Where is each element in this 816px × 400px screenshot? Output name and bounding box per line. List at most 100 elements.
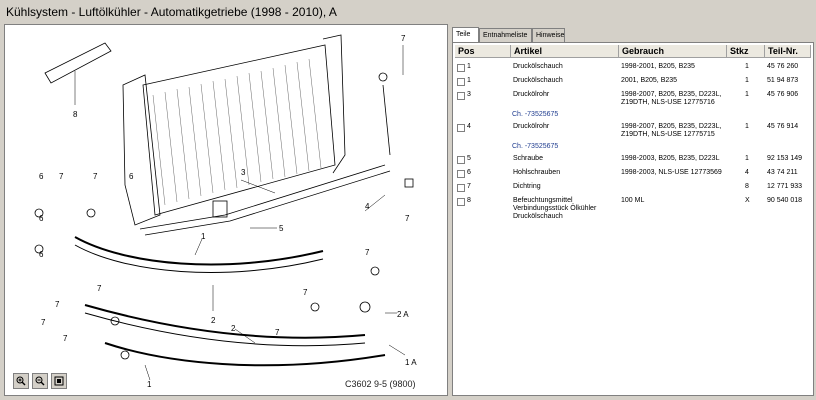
callout-8: 8	[73, 110, 78, 119]
hose-2	[84, 304, 366, 339]
parts-pane: Teile Entnahmeliste Hinweise Pos Artikel…	[452, 24, 814, 396]
row-checkbox[interactable]	[457, 184, 465, 192]
cell-stkz: 1	[745, 77, 749, 84]
cell-artikel: Druckölschauch	[513, 63, 563, 70]
table-row[interactable]: 1 Druckölschauch 2001, B205, B235 1 51 9…	[455, 77, 811, 89]
fitting-7d	[359, 301, 371, 313]
cell-stkz: 1	[745, 155, 749, 162]
cell-gebrauch-line2: Z19DTH, NLS-USE 12775716	[621, 99, 715, 106]
zoom-in-icon	[16, 376, 26, 386]
callout-7-c: 7	[97, 284, 102, 293]
cell-teilnr: 92 153 149	[767, 155, 803, 162]
table-row[interactable]: 5 Schraube 1998-2003, B205, B235, D223L …	[455, 155, 811, 167]
hose-2-inner	[84, 312, 366, 347]
row-checkbox[interactable]	[457, 78, 465, 86]
cell-pos: 3	[467, 91, 471, 98]
cell-pos: 4	[467, 123, 471, 130]
pipe-4	[144, 170, 391, 236]
tab-hinweise[interactable]: Hinweise	[532, 28, 565, 42]
callout-6-b: 6	[39, 214, 44, 223]
cell-gebrauch: 100 ML	[621, 197, 645, 204]
callout-7-right: 7	[405, 214, 410, 223]
fitting-7b	[378, 72, 388, 82]
cell-stkz: 4	[745, 169, 749, 176]
callout-5: 5	[279, 224, 284, 233]
cell-pos: 8	[467, 197, 471, 204]
cell-gebrauch-line2: Z19DTH, NLS-USE 12775715	[621, 131, 715, 138]
cell-teilnr: 45 76 906	[767, 91, 799, 98]
cell-gebrauch: 1998-2003, NLS-USE 12773569	[621, 169, 722, 176]
callout-6-c: 6	[129, 172, 134, 181]
row-checkbox[interactable]	[457, 92, 465, 100]
table-row[interactable]: 3 Druckölrohr 1998-2007, B205, B235, D22…	[455, 91, 811, 121]
zoom-in-button[interactable]	[13, 373, 29, 389]
table-row[interactable]: 1 Druckölschauch 1998-2001, B205, B235 1…	[455, 63, 811, 75]
col-header-pos[interactable]: Pos	[455, 45, 511, 58]
row-checkbox[interactable]	[457, 124, 465, 132]
diagram-caption: C3602 9-5 (9800)	[345, 379, 416, 389]
col-header-teilnr[interactable]: Teil-Nr.	[765, 45, 811, 58]
fit-icon	[54, 376, 64, 386]
cell-gebrauch: 1998-2007, B205, B235, D223L,	[621, 123, 722, 130]
cell-pos: 6	[467, 169, 471, 176]
hose-1-upper-inner	[74, 244, 324, 273]
cell-stkz: X	[745, 197, 750, 204]
callout-7-b: 7	[93, 172, 98, 181]
zoom-out-button[interactable]	[32, 373, 48, 389]
cell-teilnr: 90 540 018	[767, 197, 803, 204]
col-header-gebrauch[interactable]: Gebrauch	[619, 45, 727, 58]
row-checkbox[interactable]	[457, 170, 465, 178]
callout-7-f: 7	[365, 248, 370, 257]
cell-artikel: Druckölrohr	[513, 91, 550, 98]
table-row[interactable]: 4 Druckölrohr 1998-2007, B205, B235, D22…	[455, 123, 811, 153]
page-title: Kühlsystem - Luftölkühler - Automatikget…	[6, 5, 337, 19]
callout-7-g: 7	[41, 318, 46, 327]
row-checkbox[interactable]	[457, 64, 465, 72]
fitting-6b	[34, 244, 44, 254]
tab-teile[interactable]: Teile	[452, 27, 479, 43]
callout-7-d: 7	[55, 300, 60, 309]
hose-1-upper	[74, 236, 324, 266]
table-row[interactable]: 6 Hohlschrauben 1998-2003, NLS-USE 12773…	[455, 169, 811, 181]
part-8-tube	[44, 42, 112, 84]
tab-entnahmeliste[interactable]: Entnahmeliste	[479, 28, 532, 42]
pipe-3	[139, 164, 386, 230]
bracket-5	[212, 200, 228, 218]
chassis-note: Ch. -73525675	[512, 111, 559, 118]
callout-7-i: 7	[275, 328, 280, 337]
cell-teilnr: 43 74 211	[767, 169, 798, 176]
hose-1a	[104, 342, 386, 367]
exploded-diagram: 8 7 6 7 6 7 6 7 6 3 4 5 1 7 7 7 7 2 2 7 …	[4, 24, 448, 396]
parts-table: Pos Artikel Gebrauch Stkz Teil-Nr. 1 Dru…	[452, 42, 814, 396]
window-title-bar: Kühlsystem - Luftölkühler - Automatikget…	[2, 2, 814, 22]
col-header-stkz[interactable]: Stkz	[727, 45, 765, 58]
cell-artikel-line3: Druckölschauch	[513, 213, 563, 220]
fitting-6a	[34, 208, 44, 218]
fitting-7e	[370, 266, 380, 276]
tab-bar: Teile Entnahmeliste Hinweise	[452, 27, 814, 43]
radiator-core	[142, 44, 336, 216]
cell-stkz: 1	[745, 63, 749, 70]
table-row[interactable]: 7 Dichtring 8 12 771 933	[455, 183, 811, 195]
diagram-drawing: 8 7 6 7 6 7 6 7 6 3 4 5 1 7 7 7 7 2 2 7 …	[34, 34, 417, 389]
cell-artikel-line2: Verbindungsstück Ölkühler	[513, 205, 597, 212]
row-checkbox[interactable]	[457, 198, 465, 206]
cell-artikel: Hohlschrauben	[513, 169, 561, 176]
cell-artikel: Befeuchtungsmittel	[513, 197, 573, 204]
cell-stkz: 1	[745, 91, 749, 98]
cell-teilnr: 45 76 260	[767, 63, 799, 70]
callout-1-upper: 1	[201, 232, 206, 241]
bolt-6-right	[404, 178, 414, 188]
table-row[interactable]: 8 Befeuchtungsmittel Verbindungsstück Öl…	[455, 197, 811, 223]
callout-2-a: 2	[211, 316, 216, 325]
radiator-left-tank	[122, 74, 161, 226]
fit-button[interactable]	[51, 373, 67, 389]
cell-teilnr: 12 771 933	[767, 183, 803, 190]
cell-artikel: Druckölschauch	[513, 77, 563, 84]
col-header-artikel[interactable]: Artikel	[511, 45, 619, 58]
row-checkbox[interactable]	[457, 156, 465, 164]
callout-1a: 1 A	[405, 358, 417, 367]
callout-3: 3	[241, 168, 246, 177]
fitting-7g	[120, 350, 130, 360]
fitting-7a	[86, 208, 96, 218]
